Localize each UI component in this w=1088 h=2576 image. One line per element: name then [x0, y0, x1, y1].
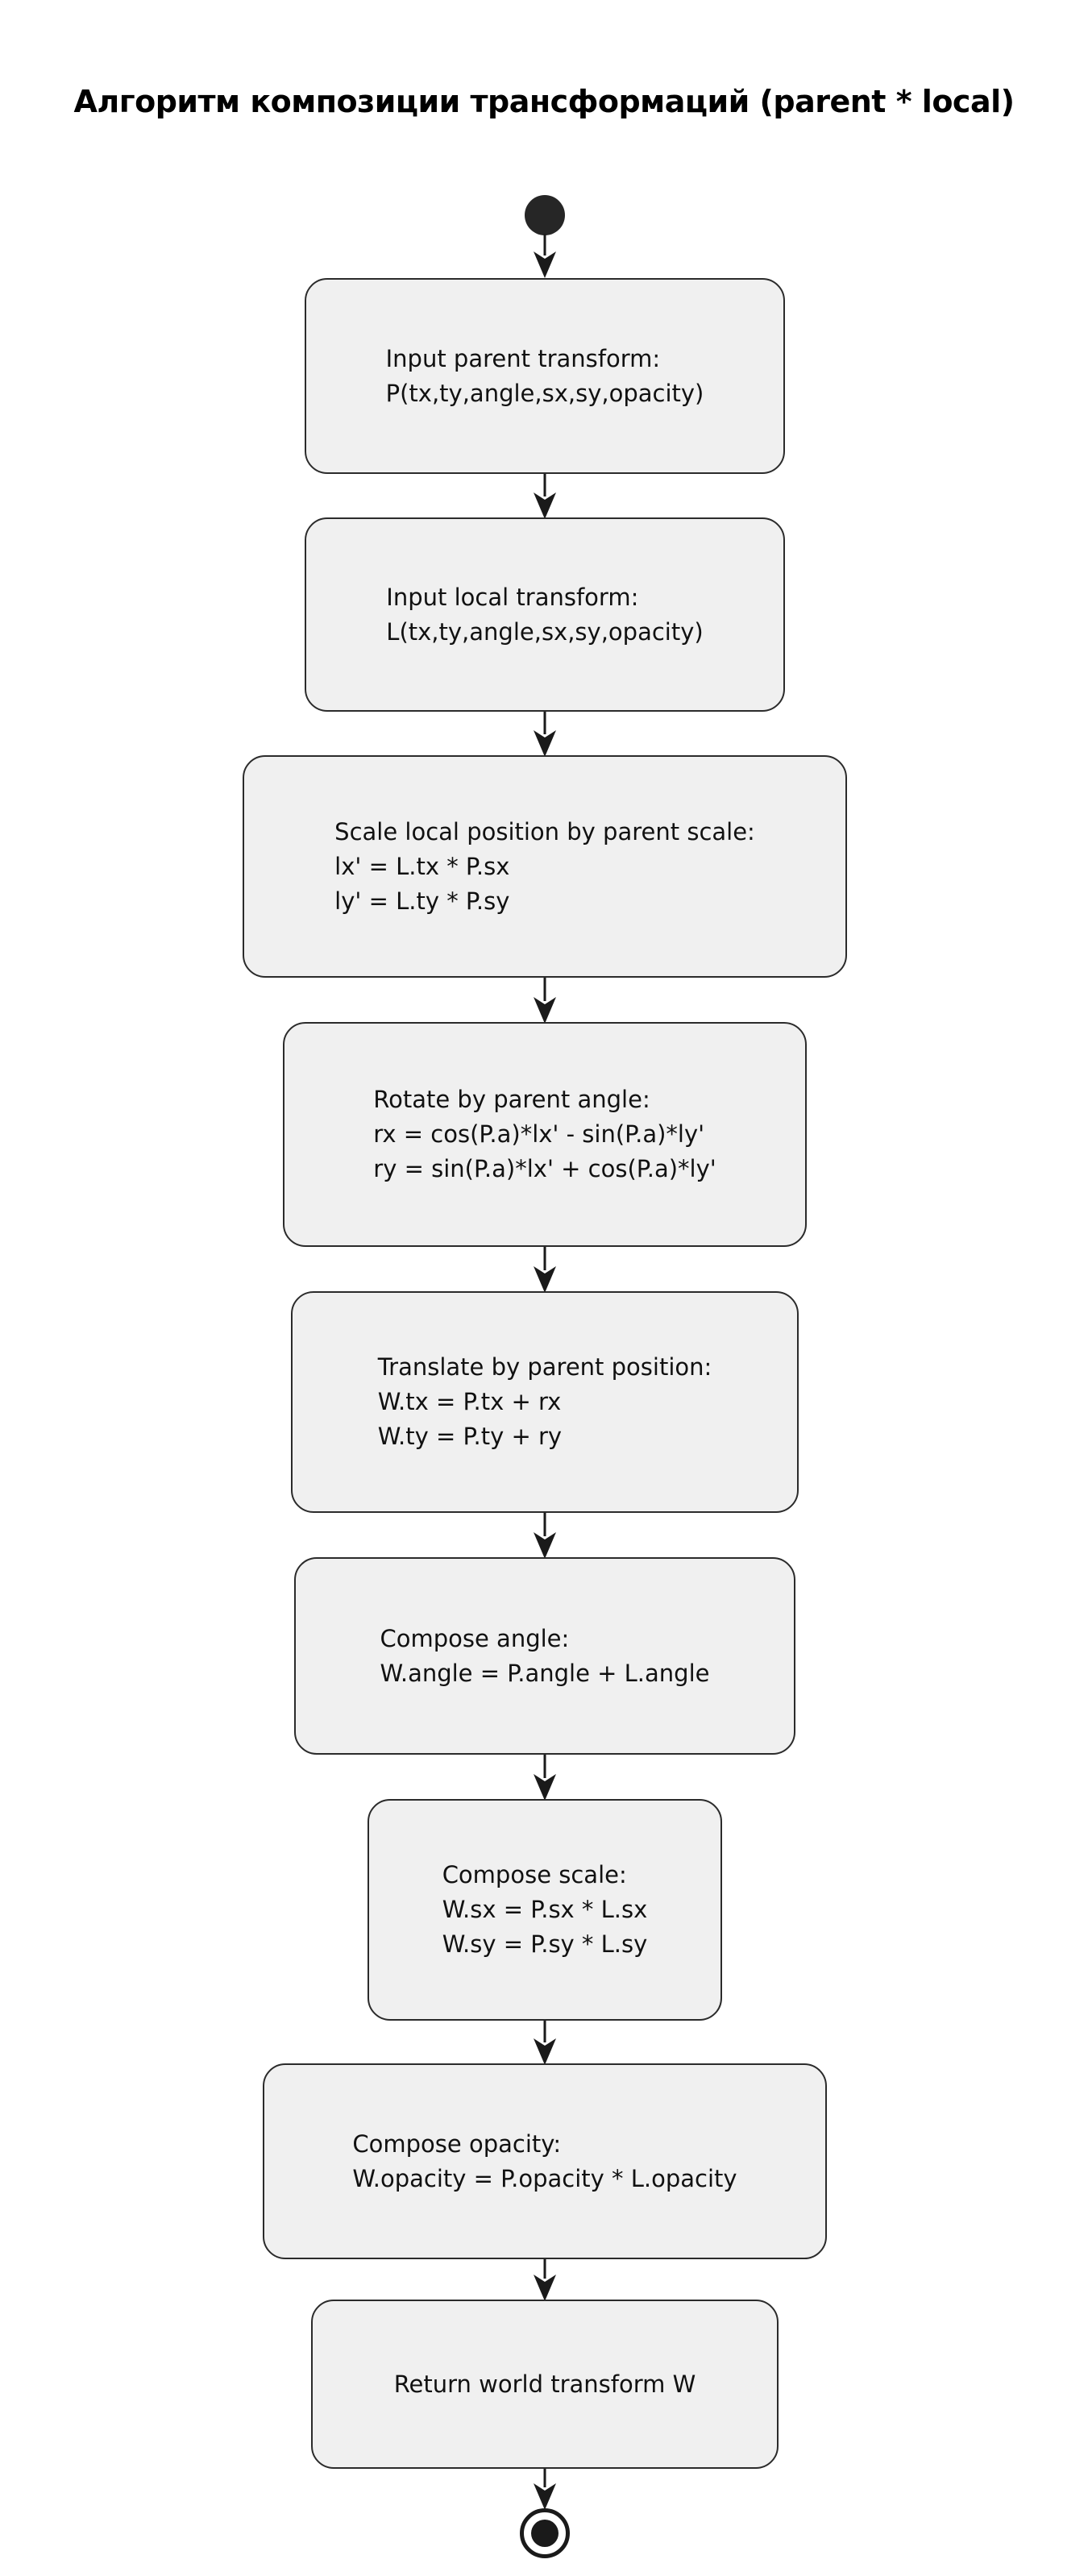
flow-arrow-8 — [534, 2259, 556, 2301]
flow-node-translate-by-parent-position: Translate by parent position: W.tx = P.t… — [291, 1291, 799, 1513]
flow-node-compose-opacity: Compose opacity: W.opacity = P.opacity *… — [263, 2063, 827, 2259]
node-text-line: W.sx = P.sx * L.sx — [442, 1896, 648, 1923]
end-node-dot — [531, 2520, 559, 2547]
node-text: Scale local position by parent scale: lx… — [334, 815, 755, 919]
node-text: Rotate by parent angle: rx = cos(P.a)*lx… — [373, 1082, 716, 1186]
node-text-line: Input local transform: — [386, 583, 639, 611]
flow-node-input-local-transform: Input local transform: L(tx,ty,angle,sx,… — [305, 517, 785, 712]
node-text-line: Compose angle: — [380, 1624, 570, 1652]
node-text: Compose opacity: W.opacity = P.opacity *… — [352, 2127, 737, 2196]
node-text: Input local transform: L(tx,ty,angle,sx,… — [386, 580, 703, 650]
diagram-title: Алгоритм композиции трансформаций (paren… — [73, 84, 1015, 119]
flow-arrow-3 — [534, 978, 556, 1024]
node-text-line: W.angle = P.angle + L.angle — [380, 1659, 710, 1687]
flow-node-compose-scale: Compose scale: W.sx = P.sx * L.sx W.sy =… — [368, 1799, 722, 2021]
flow-arrow-5 — [534, 1513, 556, 1559]
flow-arrow-6 — [534, 1755, 556, 1801]
node-text-line: Input parent transform: — [385, 344, 661, 372]
node-text: Return world transform W — [394, 2367, 696, 2402]
flow-node-compose-angle: Compose angle: W.angle = P.angle + L.ang… — [294, 1557, 795, 1755]
node-text-line: Return world transform W — [393, 2370, 696, 2398]
node-text: Input parent transform: P(tx,ty,angle,sx… — [386, 342, 704, 411]
flow-node-scale-local-position: Scale local position by parent scale: lx… — [243, 755, 847, 978]
node-text-line: L(tx,ty,angle,sx,sy,opacity) — [386, 617, 704, 646]
node-text-line: Rotate by parent angle: — [373, 1086, 650, 1113]
node-text: Compose angle: W.angle = P.angle + L.ang… — [380, 1622, 710, 1691]
node-text-line: ry = sin(P.a)*lx' + cos(P.a)*ly' — [373, 1155, 716, 1182]
node-text-line: rx = cos(P.a)*lx' - sin(P.a)*ly' — [373, 1120, 705, 1148]
node-text-line: P(tx,ty,angle,sx,sy,opacity) — [385, 379, 704, 407]
flow-node-return-world-transform: Return world transform W — [311, 2300, 779, 2469]
flow-arrow-1 — [534, 474, 556, 519]
node-text: Compose scale: W.sx = P.sx * L.sx W.sy =… — [442, 1858, 648, 1962]
node-text-line: W.sy = P.sy * L.sy — [442, 1930, 648, 1958]
node-text-line: W.ty = P.ty + ry — [377, 1423, 563, 1450]
node-text-line: ly' = L.ty * P.sy — [334, 887, 510, 915]
flow-arrow-2 — [534, 712, 556, 757]
flow-arrow-7 — [534, 2021, 556, 2065]
flow-node-rotate-by-parent-angle: Rotate by parent angle: rx = cos(P.a)*lx… — [283, 1022, 807, 1247]
node-text-line: W.opacity = P.opacity * L.opacity — [352, 2164, 737, 2192]
node-text-line: Scale local position by parent scale: — [334, 817, 755, 846]
node-text-line: Translate by parent position: — [377, 1353, 712, 1381]
flow-arrow-end — [534, 2469, 556, 2510]
start-node-icon — [525, 195, 565, 235]
node-text: Translate by parent position: W.tx = P.t… — [378, 1350, 712, 1454]
node-text-line: Compose opacity: — [352, 2129, 562, 2158]
node-text-line: lx' = L.tx * P.sx — [334, 852, 510, 880]
end-node-icon — [520, 2508, 570, 2558]
flow-arrow-4 — [534, 1247, 556, 1293]
flow-node-input-parent-transform: Input parent transform: P(tx,ty,angle,sx… — [305, 278, 785, 474]
flow-arrow-start — [534, 234, 556, 278]
node-text-line: Compose scale: — [442, 1861, 627, 1888]
node-text-line: W.tx = P.tx + rx — [377, 1388, 562, 1415]
